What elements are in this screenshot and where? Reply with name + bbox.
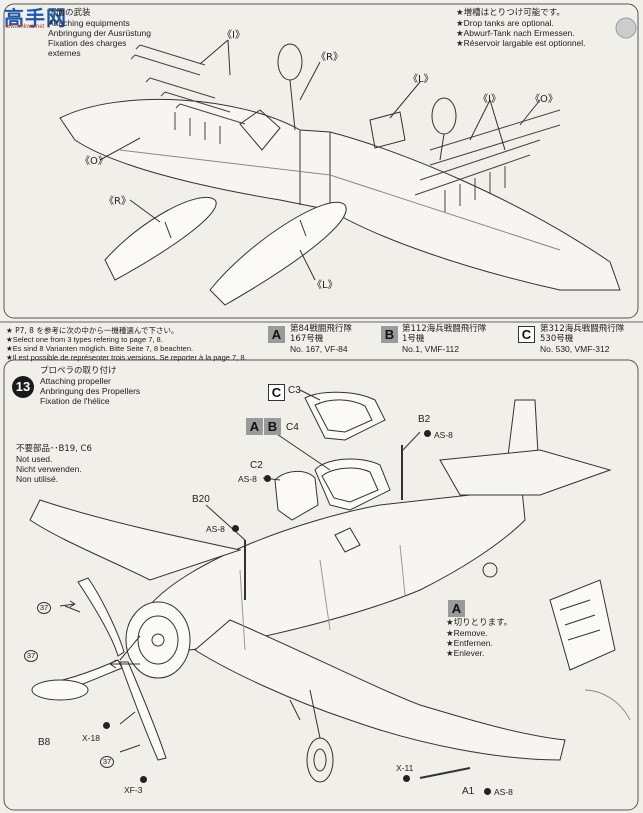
- as8-c2-dot-icon: [264, 475, 271, 482]
- label-R-left: 《R》: [104, 196, 131, 207]
- c4-version-badge-a: A: [246, 418, 263, 435]
- version-c-line3: No. 530, VMF-312: [540, 344, 610, 354]
- step12-title-fr-1: Fixation des charges: [48, 38, 127, 48]
- unused-parts-fr: Non utilisé.: [16, 474, 59, 484]
- paint-xf3: XF-3: [124, 785, 143, 795]
- step13-title-de: Anbringung des Propellers: [40, 386, 141, 396]
- part-c4-label: C4: [286, 422, 299, 433]
- drop-tank-note-de: ★Abwurf-Tank nach Ermessen.: [456, 28, 575, 38]
- unused-parts-de: Nicht verwenden.: [16, 464, 82, 474]
- version-note-en: ★Select one from 3 types refering to pag…: [6, 335, 163, 344]
- as8-a1-dot-icon: [484, 788, 491, 795]
- drop-tank-note-en: ★Drop tanks are optional.: [456, 18, 554, 28]
- label-L-bottom: 《L》: [312, 280, 338, 291]
- part-c3-label: C3: [288, 385, 301, 396]
- step12-title-jp: 下面の武装: [48, 8, 91, 18]
- watermark-logo: 高手网: [4, 6, 67, 30]
- part-b8-label: B8: [38, 737, 51, 748]
- version-a-line3: No. 167, VF-84: [290, 344, 348, 354]
- paint-37-c: 37: [100, 756, 114, 768]
- as8-b2-dot-icon: [424, 430, 431, 437]
- version-c-line1: 第312海兵戦闘飛行隊: [540, 324, 625, 334]
- paint-37-b: 37: [24, 650, 38, 662]
- label-R-top: 《R》: [316, 52, 343, 63]
- step13-number: 13: [12, 376, 34, 398]
- version-b-line3: No.1, VMF-112: [402, 344, 460, 354]
- cut-note-en: ★Remove.: [446, 628, 488, 638]
- label-L-top: 《L》: [408, 74, 434, 85]
- step13-title-jp: プロペラの取り付け: [40, 366, 117, 376]
- paint-as8-b2: AS-8: [434, 430, 453, 440]
- cut-note-jp: ★切りとります。: [446, 618, 513, 628]
- step12-title-en: Attaching equipments: [48, 18, 130, 28]
- version-b-line2: 1号機: [402, 334, 425, 344]
- paint-as8-c2: AS-8: [238, 474, 257, 484]
- label-I-right: 《I》: [478, 94, 501, 105]
- drop-tank-note-fr: ★Réservoir largable est optionnel.: [456, 38, 586, 48]
- cut-note-de: ★Entfernen.: [446, 638, 493, 648]
- label-O-left: 《O》: [80, 156, 108, 167]
- label-I-left: 《I》: [222, 30, 245, 41]
- x11-dot-icon: [403, 775, 410, 782]
- version-badge-a: A: [268, 326, 285, 343]
- version-note-fr: ★Il est possible de représenter trois ve…: [6, 353, 247, 362]
- paint-as8-b20: AS-8: [206, 524, 225, 534]
- paint-x11: X-11: [396, 763, 414, 773]
- drop-tank-note-jp: ★増槽はとりつけ可能です。: [456, 8, 565, 18]
- version-badge-c: C: [518, 326, 535, 343]
- paint-x18: X-18: [82, 733, 100, 743]
- watermark-url: www.hkwa.net: [6, 24, 45, 30]
- c4-version-badge-b: B: [264, 418, 281, 435]
- version-a-line1: 第84戦闘飛行隊: [290, 324, 352, 334]
- cut-version-badge: A: [448, 600, 465, 617]
- label-O-right: 《O》: [530, 94, 558, 105]
- x18-dot-icon: [103, 722, 110, 729]
- step12-title-fr-2: externes: [48, 48, 81, 58]
- version-b-line1: 第112海兵戦闘飛行隊: [402, 324, 487, 334]
- unused-parts-en: Not used.: [16, 454, 53, 464]
- step13-title-fr: Fixation de l'hélice: [40, 396, 110, 406]
- version-badge-b: B: [381, 326, 398, 343]
- version-c-line2: 530号機: [540, 334, 574, 344]
- unused-parts-jp: 不要部品･･B19, C6: [16, 444, 92, 454]
- xf3-dot-icon: [140, 776, 147, 783]
- paint-37-a: 37: [37, 602, 51, 614]
- part-b2-label: B2: [418, 414, 431, 425]
- cut-note-fr: ★Enlever.: [446, 648, 485, 658]
- step12-title-de: Anbringung der Ausrüstung: [48, 28, 152, 38]
- version-note-de: ★Es sind 8 Varianten möglich. Bitte Seit…: [6, 344, 194, 353]
- as8-b20-dot-icon: [232, 525, 239, 532]
- c3-version-badge: C: [268, 384, 285, 401]
- version-note-jp: ★ P7, 8 を参考に次の中から一機種選んで下さい。: [6, 326, 179, 335]
- step13-title-en: Attaching propeller: [40, 376, 111, 386]
- version-a-line2: 167号機: [290, 334, 324, 344]
- part-a1-label: A1: [462, 786, 475, 797]
- part-b20-label: B20: [192, 494, 210, 505]
- paint-as8-a1: AS-8: [494, 787, 513, 797]
- part-c2-label: C2: [250, 460, 263, 471]
